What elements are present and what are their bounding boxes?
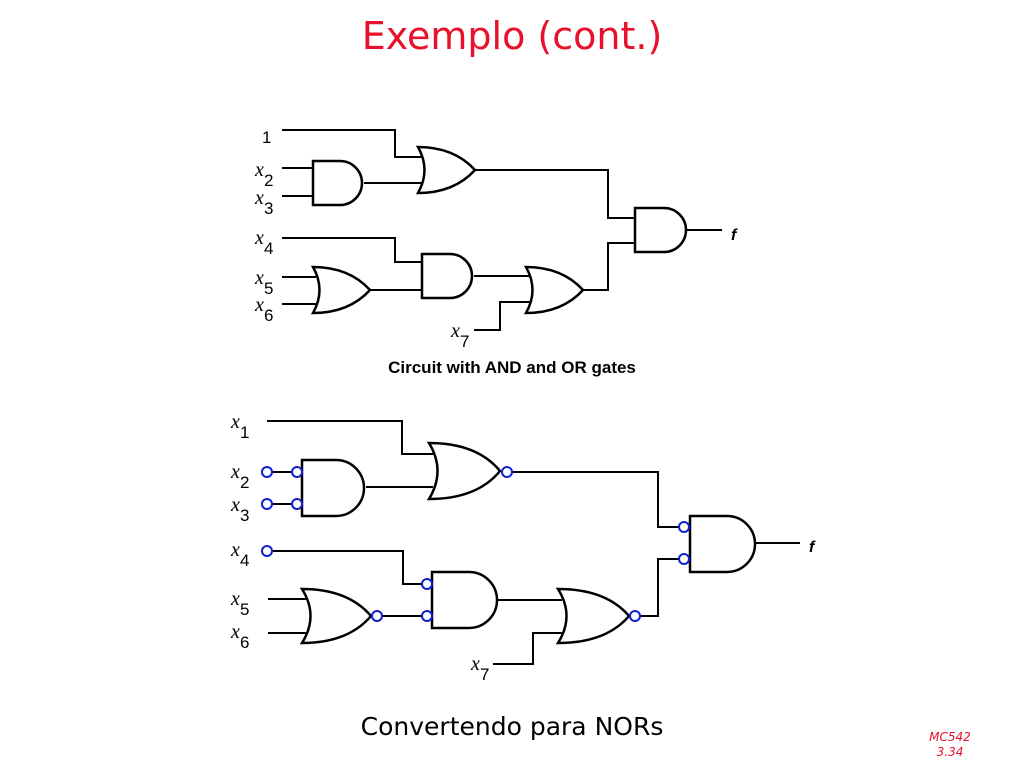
wire-1-to-or [282, 129, 424, 158]
input-label-x2: x 2 [254, 159, 273, 190]
svg-text:x: x [254, 267, 264, 289]
footer-page-number: 3.34 [936, 745, 964, 759]
input-label-x4: x 4 [230, 539, 249, 570]
output-label-f: f [731, 227, 738, 244]
wire-or3-to-and3 [640, 558, 679, 617]
inverter-bubble [421, 610, 433, 622]
wire-x7 [474, 301, 530, 331]
svg-text:x: x [254, 227, 264, 249]
output-label-f: f [809, 539, 816, 556]
or-gate [415, 145, 477, 195]
input-label-1: 1 [262, 128, 271, 147]
inverter-bubble [291, 466, 303, 478]
wire-x1 [267, 420, 433, 455]
or-gate [555, 587, 631, 645]
input-label-x3: x 3 [230, 494, 249, 525]
input-label-x2: x 2 [230, 461, 249, 492]
inverter-bubble [421, 578, 433, 590]
svg-text:4: 4 [264, 239, 273, 258]
bottom-circuit: x 1 x 2 x 3 x 4 x 5 x 6 [230, 411, 816, 684]
svg-text:6: 6 [264, 306, 273, 325]
input-label-x6: x 6 [254, 294, 273, 325]
or-gate [523, 265, 585, 315]
svg-text:x: x [450, 320, 460, 342]
inverter-bubble [501, 466, 513, 478]
svg-text:x: x [470, 653, 480, 675]
input-label-x7: x 7 [470, 653, 489, 684]
svg-text:3: 3 [240, 506, 249, 525]
inverter-bubble [678, 553, 690, 565]
slide-footer: MC542 3.34 [925, 730, 975, 760]
inverter-bubble [261, 498, 273, 510]
wire-x7 [493, 632, 562, 665]
wire-or3-to-and3 [583, 242, 635, 291]
inverter-bubble [261, 466, 273, 478]
svg-text:4: 4 [240, 551, 249, 570]
svg-text:x: x [254, 159, 264, 181]
svg-text:7: 7 [460, 332, 469, 351]
slide-title: Exemplo (cont.) [361, 14, 663, 58]
footer-course: MC542 [929, 730, 971, 744]
wire-or1-to-and3 [512, 471, 679, 528]
input-label-x3: x 3 [254, 187, 273, 218]
top-circuit: 1 x 2 x 3 x 4 x 5 x 6 x 7 [254, 128, 738, 351]
svg-text:2: 2 [264, 171, 273, 190]
input-label-x5: x 5 [254, 267, 273, 298]
svg-text:x: x [254, 187, 264, 209]
input-label-x5: x 5 [230, 588, 249, 619]
svg-text:6: 6 [240, 633, 249, 652]
svg-text:x: x [230, 494, 240, 516]
caption-bottom-circuit: Convertendo para NORs [360, 712, 664, 741]
svg-text:x: x [230, 539, 240, 561]
svg-text:x: x [230, 588, 240, 610]
inverter-bubble [261, 545, 273, 557]
and-gate [633, 206, 688, 254]
wire-or1-to-and3 [475, 169, 635, 219]
inverter-bubble [371, 610, 383, 622]
input-label-x1: x 1 [230, 411, 249, 442]
and-gate [420, 252, 474, 300]
caption-top-circuit: Circuit with AND and OR gates [388, 358, 636, 377]
svg-text:x: x [230, 461, 240, 483]
wire-x4 [272, 550, 422, 585]
svg-text:5: 5 [264, 279, 273, 298]
inverter-bubble [629, 610, 641, 622]
svg-text:3: 3 [264, 199, 273, 218]
inverter-bubble [291, 498, 303, 510]
or-gate [299, 587, 373, 645]
svg-text:x: x [230, 411, 240, 433]
and-gate [311, 159, 364, 207]
input-label-x4: x 4 [254, 227, 273, 258]
svg-text:5: 5 [240, 600, 249, 619]
inverter-bubble [678, 521, 690, 533]
and-gate [300, 458, 366, 518]
svg-text:7: 7 [480, 665, 489, 684]
svg-text:x: x [230, 621, 240, 643]
and-gate [430, 570, 499, 630]
input-label-x7: x 7 [450, 320, 469, 351]
and-gate [688, 514, 757, 574]
or-gate [310, 265, 372, 315]
wire-x4 [282, 237, 422, 263]
svg-text:2: 2 [240, 473, 249, 492]
svg-text:x: x [254, 294, 264, 316]
input-label-x6: x 6 [230, 621, 249, 652]
or-gate [426, 441, 502, 501]
svg-text:1: 1 [240, 423, 249, 442]
